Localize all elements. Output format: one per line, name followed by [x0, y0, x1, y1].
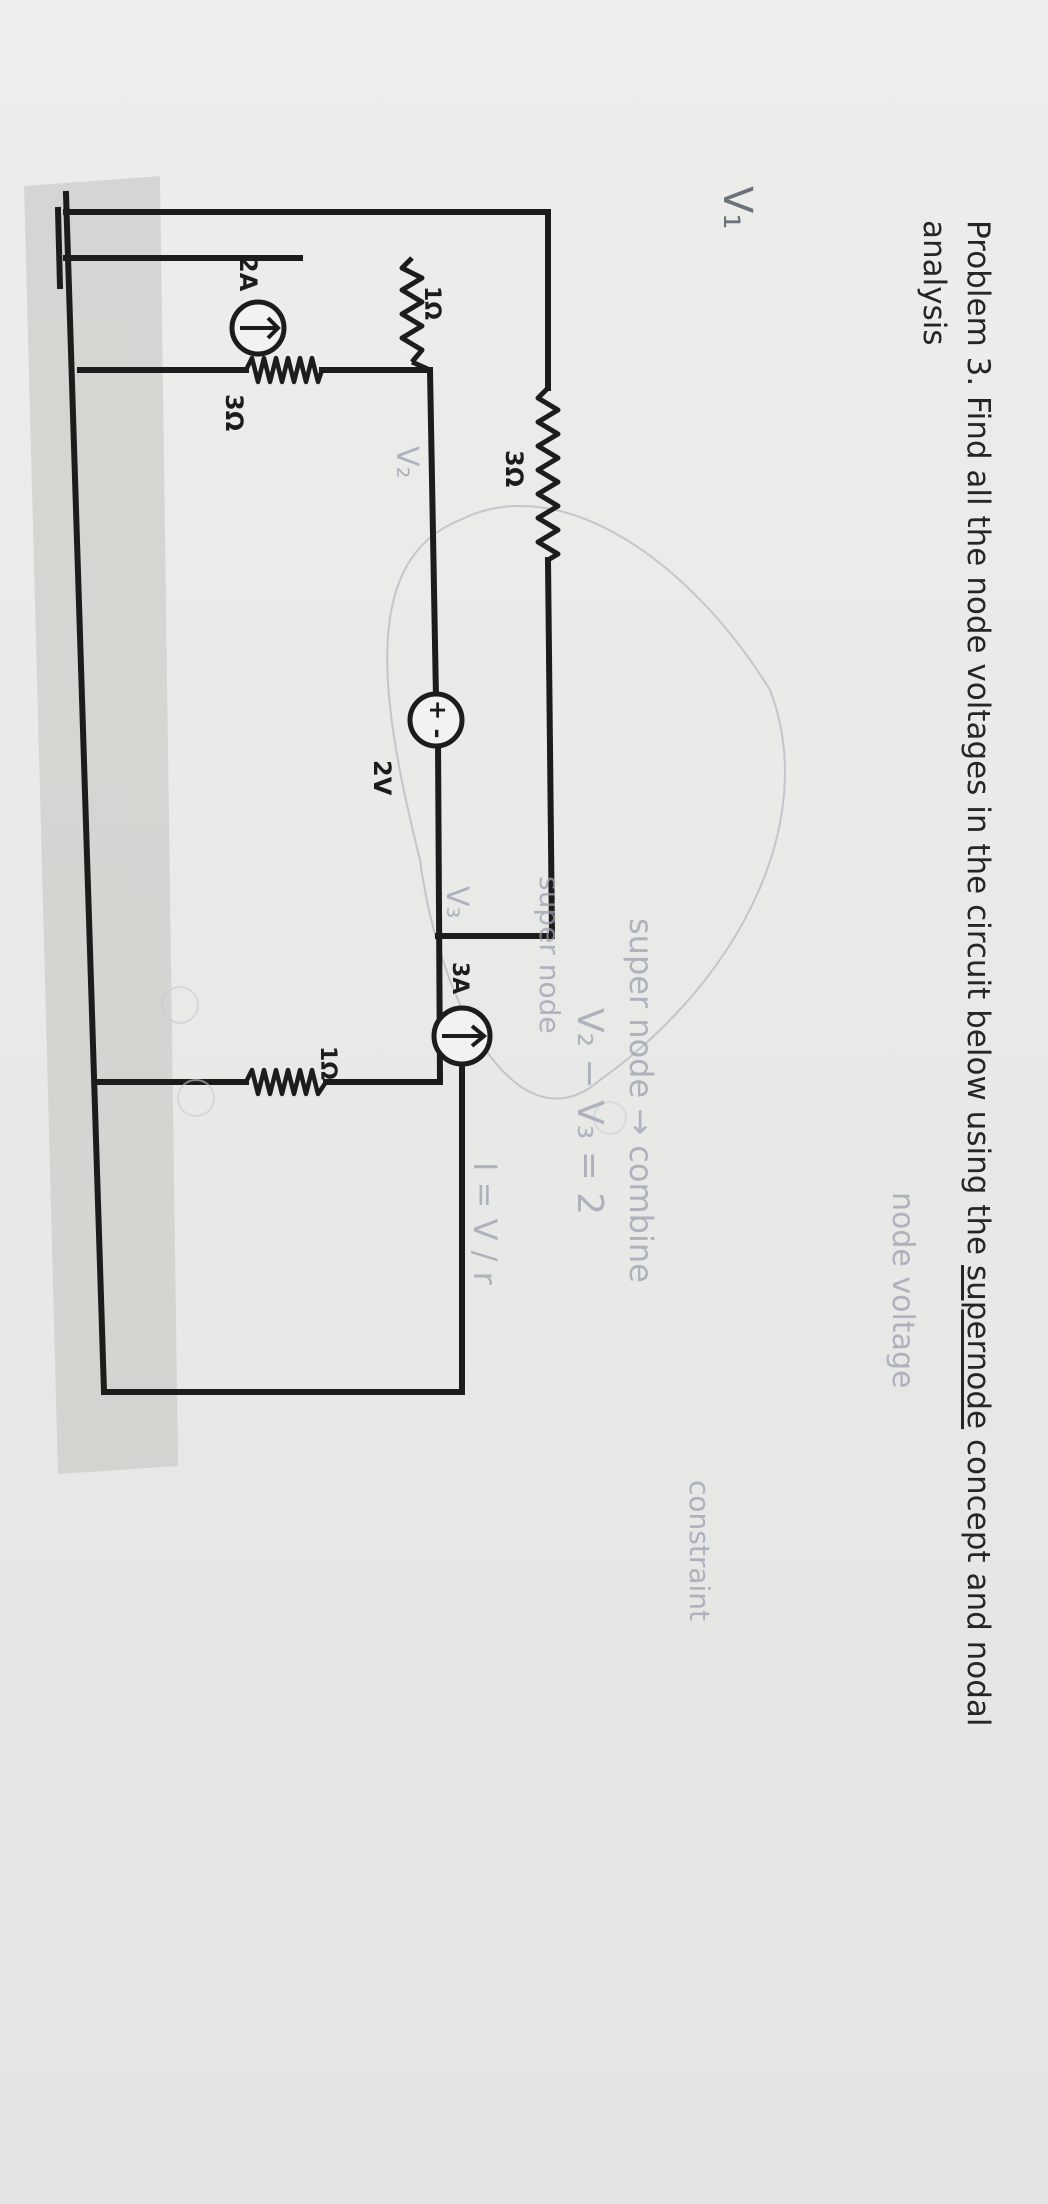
problem-text-after: concept and nodal [960, 1438, 996, 1727]
supernode-term: supernode [960, 1265, 996, 1430]
note-v3: V₃ [439, 886, 474, 919]
note-v2: V₂ [389, 446, 424, 479]
label-polarity: + - [424, 700, 452, 739]
note-equation: V₂ − V₃ = 2 [569, 1008, 610, 1216]
problem-statement: Problem 3. Find all the node voltages in… [912, 220, 1000, 1727]
note-v1: V₁ [714, 186, 760, 230]
label-resistor-bottom: 1Ω [315, 1046, 340, 1081]
label-voltage-source: 2V [368, 760, 396, 796]
resistor-bottom-1ohm [243, 1067, 328, 1097]
label-resistor-left: 1Ω [419, 286, 444, 321]
note-combine: super node → combine [622, 918, 660, 1283]
label-resistor-middle: 3Ω [220, 394, 248, 432]
note-node-voltage: node voltage [885, 1192, 920, 1389]
supernode-loop [386, 504, 786, 1100]
problem-line-2: analysis [916, 220, 952, 346]
note-constraint: constraint [683, 1480, 716, 1622]
voltage-source-2v [407, 691, 465, 749]
paper-shadow [24, 176, 178, 1474]
problem-text-before: Find all the node voltages in the circui… [960, 396, 996, 1256]
resistor-middle-3ohm [243, 355, 325, 385]
note-ohm-law: I = V / r [466, 1162, 504, 1285]
resistor-top-3ohm [535, 386, 561, 563]
label-source-2a: 2A [234, 256, 262, 292]
label-resistor-top: 3Ω [500, 450, 528, 488]
resistor-left-1ohm [399, 256, 425, 364]
note-supernode: super node [533, 876, 566, 1034]
problem-number: Problem 3. [960, 220, 996, 387]
label-source-3a: 3A [447, 962, 472, 995]
